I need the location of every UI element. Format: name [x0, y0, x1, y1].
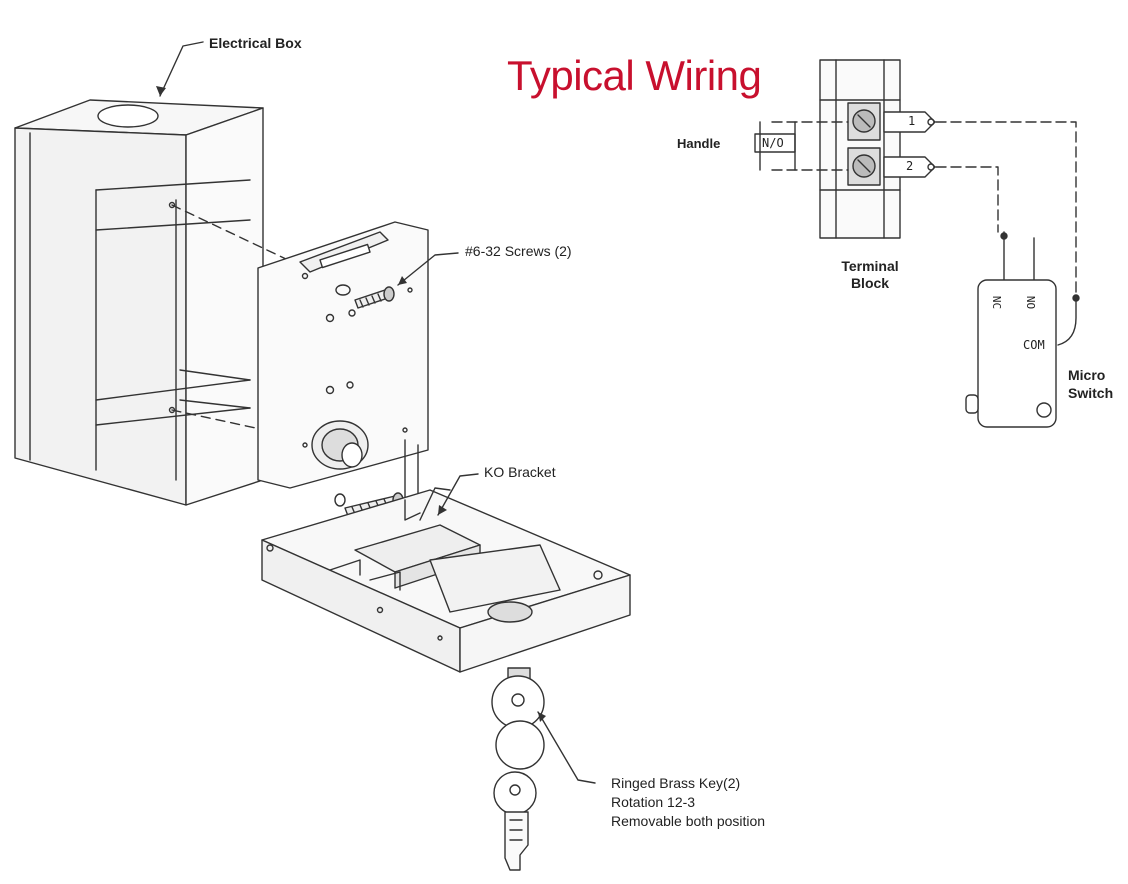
nc-terminal-label: NC — [990, 295, 1004, 310]
micro-switch-label: Micro Switch — [1068, 366, 1113, 402]
wiring-title: Typical Wiring — [507, 52, 762, 99]
no-terminal-label: NO — [1024, 295, 1038, 310]
screws-leader — [397, 252, 459, 286]
ringed-brass-keys — [491, 667, 545, 871]
micro-switch — [965, 231, 1080, 428]
key-callout-line1: Ringed Brass Key(2) — [611, 775, 741, 791]
key-leader — [537, 711, 596, 784]
ko-bracket-leader — [437, 473, 479, 516]
screw-upper — [354, 286, 395, 309]
wiring-lines — [771, 121, 1077, 299]
handle-contact — [754, 121, 796, 171]
mounting-plate — [257, 221, 429, 521]
key-callout-line2: Rotation 12-3 — [611, 794, 696, 810]
no-contact-label: N/O — [762, 136, 784, 150]
electrical-box-label: Electrical Box — [209, 35, 302, 51]
lock-housing-tray — [261, 487, 631, 673]
electrical-box — [14, 99, 306, 506]
knockout-hole — [97, 104, 159, 128]
key-callout: Ringed Brass Key(2) Rotation 12-3 Remova… — [611, 774, 765, 831]
micro-switch-label-line1: Micro — [1068, 367, 1106, 383]
terminal-block-label-line1: Terminal — [841, 258, 899, 274]
micro-switch-label-line2: Switch — [1068, 385, 1114, 401]
electrical-box-leader — [159, 41, 204, 97]
terminal-block-label-line2: Block — [850, 275, 890, 291]
terminal-block — [819, 59, 936, 239]
ko-bracket-label: KO Bracket — [484, 464, 556, 480]
handle-label: Handle — [677, 136, 721, 151]
terminal-block-label: Terminal Block — [830, 258, 910, 292]
key-callout-line3: Removable both position — [611, 813, 766, 829]
screws-label: #6-32 Screws (2) — [465, 243, 572, 259]
terminal-2-label: 2 — [906, 159, 914, 173]
terminal-1-label: 1 — [908, 114, 916, 128]
com-terminal-label: COM — [1023, 338, 1045, 352]
